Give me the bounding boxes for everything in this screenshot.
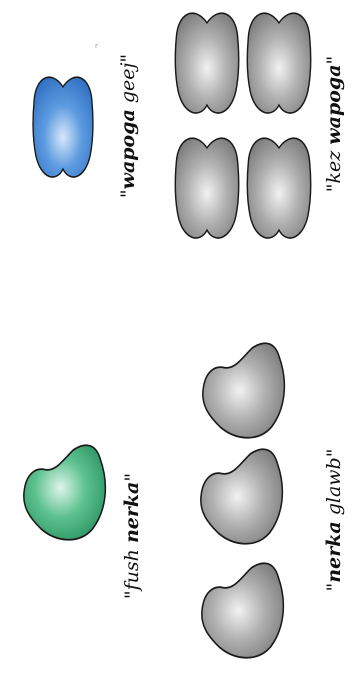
caption-nerka-glawb: "nerka glawb" <box>323 449 345 592</box>
blue-pill-shape <box>33 77 93 177</box>
gray-pill-2 <box>247 13 311 113</box>
gray-blob-2 <box>201 449 283 544</box>
gray-pill-3 <box>175 138 239 238</box>
gray-pill-1 <box>175 13 239 113</box>
caption-kez-wapoga: "kez wapoga" <box>323 56 345 193</box>
gray-pill-4 <box>247 138 311 238</box>
caption-fush-nerka: "fush nerka" <box>121 473 143 599</box>
gray-blob-1 <box>203 343 285 438</box>
speck-mark: r <box>95 42 98 50</box>
green-blob-shape <box>24 445 106 540</box>
caption-wapoga-geej: "wapoga geej" <box>117 54 139 198</box>
gray-blob-group <box>201 343 285 658</box>
gray-blob-3 <box>202 563 284 658</box>
gray-pill-group <box>175 13 311 238</box>
